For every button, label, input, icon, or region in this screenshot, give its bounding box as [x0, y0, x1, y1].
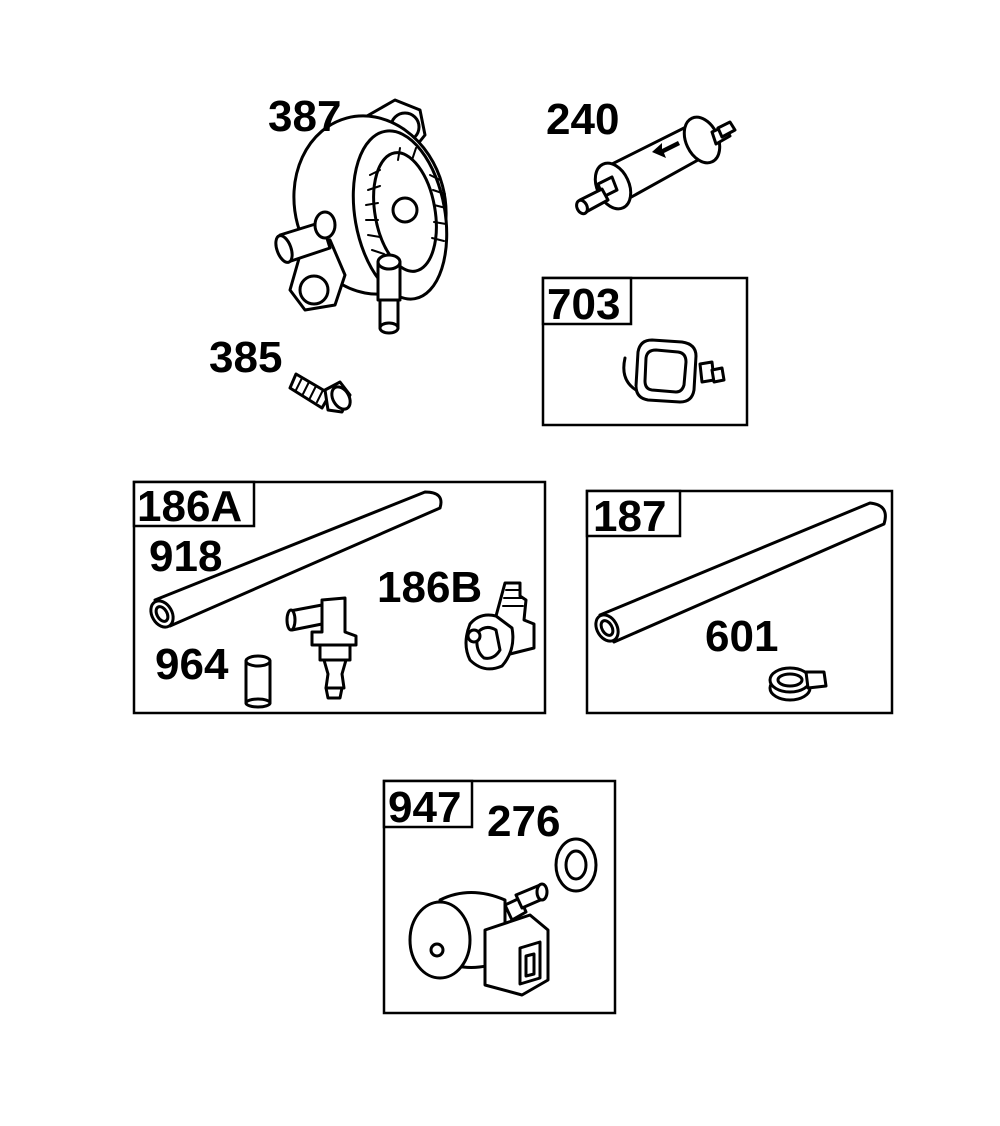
label-385: 385: [209, 333, 282, 382]
label-387: 387: [268, 92, 341, 141]
label-947: 947: [388, 783, 461, 832]
label-703: 703: [547, 280, 620, 329]
label-601: 601: [705, 612, 778, 661]
label-964: 964: [155, 640, 229, 689]
part-box-186a: [132, 480, 547, 715]
part-box-703: [541, 276, 749, 427]
label-276: 276: [487, 797, 560, 846]
label-240: 240: [546, 95, 619, 144]
label-918: 918: [149, 532, 222, 581]
label-186b: 186B: [377, 563, 482, 612]
fuel-pump-387: [274, 98, 449, 335]
part-box-187: [585, 489, 894, 715]
label-187: 187: [593, 492, 666, 541]
screw-385: [288, 372, 352, 414]
label-186a: 186A: [137, 482, 242, 531]
fuel-filter-240: [575, 115, 737, 216]
part-box-947: [382, 779, 617, 1015]
